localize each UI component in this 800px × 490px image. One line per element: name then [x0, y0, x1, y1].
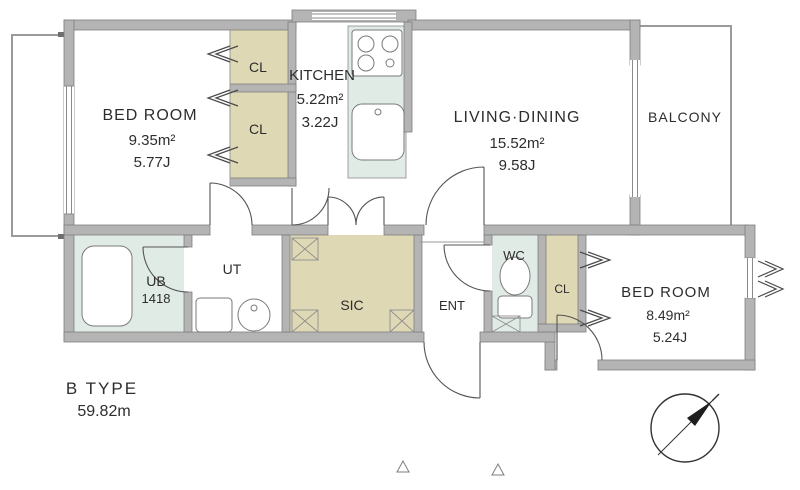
- pipe-space-hatch: [491, 315, 521, 333]
- compass-needle-icon: [687, 401, 712, 426]
- stove-burner-icon: [357, 54, 375, 72]
- kitchen-door: [291, 187, 330, 226]
- balcony-label: BALCONY: [648, 109, 722, 125]
- bedroom1-door: [209, 182, 253, 226]
- compass: [650, 393, 720, 463]
- window-shutter-icon: [757, 280, 785, 298]
- bathtub: [81, 245, 133, 327]
- closet-upper1-label: CL: [249, 59, 267, 75]
- compass-north-tick: [711, 393, 720, 402]
- entrance-label: ENT: [439, 298, 465, 313]
- left-balcony-cap-top: [58, 32, 66, 37]
- sic-double-door: [327, 196, 385, 226]
- kitchen-sink: [351, 103, 405, 161]
- closet-folding-door-icon: [579, 309, 612, 327]
- compass-circle: [650, 393, 720, 463]
- stove-burner-icon: [357, 35, 375, 53]
- closet-lower-fill: [546, 235, 578, 324]
- wc-door: [443, 244, 491, 292]
- toilet-bowl: [499, 256, 531, 296]
- basin-drain-icon: [250, 304, 258, 312]
- faucet-icon: [374, 108, 382, 116]
- folding-door-marks: [206, 45, 785, 327]
- closet-folding-door-icon: [206, 45, 239, 63]
- unit-bath-door: [142, 246, 189, 293]
- bedroom2-door: [556, 314, 603, 361]
- fixtures: [81, 29, 533, 333]
- sic-shelf-hatch: [291, 237, 415, 333]
- bedroom1-label: BED ROOM: [102, 107, 197, 124]
- entrance-door: [423, 341, 481, 399]
- unit-bath-size: 1418: [142, 291, 171, 306]
- stove-burner-icon: [381, 35, 399, 53]
- stove-burner-icon: [385, 58, 395, 68]
- living-dining-label: LIVING·DINING: [454, 109, 581, 126]
- living-dining-tatami: 9.58J: [499, 157, 536, 174]
- closet-upper-fill: [230, 30, 296, 180]
- site-marks: [396, 459, 505, 476]
- plan-type-label: B TYPE: [66, 379, 138, 398]
- window-shutter-icon: [757, 260, 785, 278]
- labels: BED ROOM 9.35m² 5.77J CL CL KITCHEN 5.22…: [66, 59, 722, 420]
- kitchen-tatami: 3.22J: [302, 114, 339, 131]
- utility-label: UT: [223, 261, 242, 277]
- living-dining-area: 15.52m²: [489, 135, 544, 152]
- wash-basin: [237, 298, 271, 332]
- windows: [64, 12, 755, 298]
- sic-label: SIC: [340, 297, 363, 313]
- left-balcony-outline: [11, 34, 66, 237]
- closet-folding-door-icon: [206, 146, 239, 164]
- closet-lower-label: CL: [554, 282, 570, 296]
- washer-pan: [195, 297, 233, 333]
- bedroom2-label: BED ROOM: [621, 284, 711, 301]
- bedroom1-tatami: 5.77J: [134, 154, 171, 171]
- wc-label: WC: [503, 248, 525, 263]
- closet-upper2-label: CL: [249, 121, 267, 137]
- living-door: [425, 166, 485, 226]
- kitchen-area: 5.22m²: [297, 91, 344, 108]
- unit-bath-label: UB: [146, 273, 165, 289]
- bedroom2-area: 8.49m²: [646, 307, 690, 323]
- kitchen-label: KITCHEN: [289, 67, 355, 84]
- hatch-marks: [291, 237, 521, 333]
- right-balcony-outline: [640, 25, 732, 233]
- bedroom2-tatami: 5.24J: [653, 329, 687, 345]
- closet-folding-door-icon: [579, 251, 612, 269]
- toilet-tank: [497, 295, 533, 319]
- left-balcony-cap-bottom: [58, 234, 66, 239]
- plan-total-area: 59.82m: [77, 403, 130, 420]
- doors: [142, 166, 603, 399]
- bedroom1-area: 9.35m²: [129, 132, 176, 149]
- closet-folding-door-icon: [206, 89, 239, 107]
